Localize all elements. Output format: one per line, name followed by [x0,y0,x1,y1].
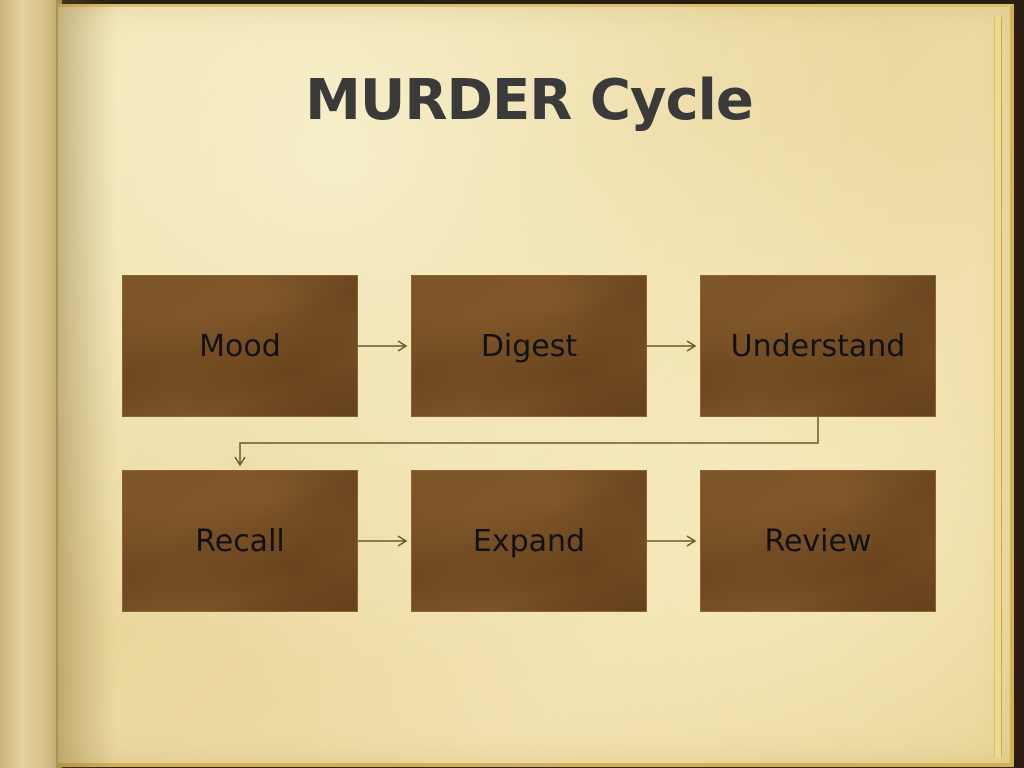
step-box-understand: Understand [700,275,936,417]
slide-title: MURDER Cycle [305,68,754,133]
step-label-expand: Expand [472,523,586,559]
step-box-mood: Mood [122,275,358,417]
book-spine [0,0,62,768]
step-label-understand: Understand [730,328,906,364]
step-label-mood: Mood [199,328,281,364]
step-label-recall: Recall [195,523,285,559]
step-box-review: Review [700,470,936,612]
step-box-digest: Digest [411,275,647,417]
step-label-digest: Digest [480,328,578,364]
step-box-expand: Expand [411,470,647,612]
spine-shadow [56,0,116,768]
step-label-review: Review [764,523,872,559]
page-edge [994,17,1002,757]
step-box-recall: Recall [122,470,358,612]
